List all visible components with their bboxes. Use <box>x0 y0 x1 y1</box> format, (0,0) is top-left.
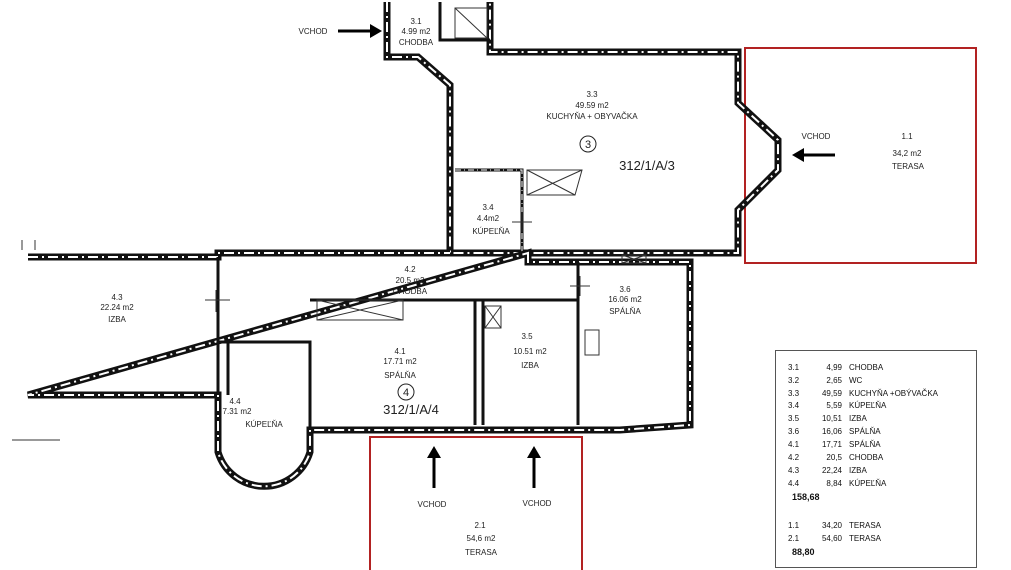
svg-text:SPÁLŇA: SPÁLŇA <box>384 371 416 380</box>
legend-row: 4.2 20,5 CHODBA <box>788 453 884 462</box>
svg-text:VCHOD: VCHOD <box>418 500 447 509</box>
room-3-6-label: 3.6 16.06 m2 SPÁLŇA <box>608 285 642 316</box>
entrance-unit-4-left: VCHOD <box>418 446 447 509</box>
legend-row: 3.5 10,51 IZBA <box>788 414 867 423</box>
unit-3-marker: 3 <box>585 139 591 151</box>
svg-text:7.31 m2: 7.31 m2 <box>223 407 252 416</box>
svg-text:16.06 m2: 16.06 m2 <box>608 295 642 304</box>
svg-text:CHODBA: CHODBA <box>399 38 434 47</box>
terrace-2-1-label: 2.1 54,6 m2 TERASA <box>465 521 498 557</box>
unit-4-marker-circle <box>397 383 415 401</box>
legend-row: 4.4 8,84 KÚPEĽŇA <box>788 479 887 488</box>
svg-text:3.4: 3.4 <box>482 203 494 212</box>
legend-row: 3.3 49,59 KUCHYŇA +OBÝVAČKA <box>788 389 938 398</box>
svg-text:17.71 m2: 17.71 m2 <box>383 357 417 366</box>
legend-row: 3.2 2,65 WC <box>788 376 863 385</box>
legend-terrace-row: 1.1 34,20 TERASA <box>788 521 882 530</box>
legend-row: 4.3 22,24 IZBA <box>788 466 867 475</box>
svg-text:2.1: 2.1 <box>474 521 486 530</box>
room-4-2-label: 4.2 20.5 m2 CHODBA <box>393 265 428 296</box>
svg-text:TERASA: TERASA <box>892 162 925 171</box>
svg-text:3.6: 3.6 <box>619 285 631 294</box>
terrace-1-1-outline <box>744 47 977 264</box>
room-3-3-label: 3.3 49.59 m2 KUCHYŇA + OBYVAČKA <box>546 90 638 121</box>
svg-text:4.4m2: 4.4m2 <box>477 214 500 223</box>
svg-text:4.3: 4.3 <box>111 293 123 302</box>
entrance-unit-3-right: VCHOD <box>792 132 835 162</box>
svg-text:4.4: 4.4 <box>229 397 241 406</box>
svg-text:3.5: 3.5 <box>521 332 533 341</box>
svg-text:VCHOD: VCHOD <box>523 499 552 508</box>
svg-text:22.24 m2: 22.24 m2 <box>100 303 134 312</box>
entrance-unit-4-right: VCHOD <box>523 446 552 508</box>
room-4-3-label: 4.3 22.24 m2 IZBA <box>100 293 134 324</box>
room-4-1-label: 4.1 17.71 m2 SPÁLŇA <box>383 347 417 380</box>
svg-text:10.51 m2: 10.51 m2 <box>513 347 547 356</box>
room-3-4-label: 3.4 4.4m2 KÚPEĽŇA <box>472 203 510 236</box>
area-legend-table: 3.1 4,99 CHODBA 3.2 2,65 WC 3.3 49,59 KU… <box>775 350 977 568</box>
svg-text:3.1: 3.1 <box>410 17 422 26</box>
unit-3-marker-circle <box>579 135 597 153</box>
legend-row: 3.4 5,59 KÚPEĽŇA <box>788 401 887 410</box>
entrance-unit-3-top: VCHOD <box>299 24 382 38</box>
legend-total-interior: 158,68 <box>792 492 820 502</box>
legend-total-terraces: 88,80 <box>792 547 815 557</box>
svg-text:20.5 m2: 20.5 m2 <box>396 276 425 285</box>
fixtures <box>12 7 689 441</box>
svg-text:3.3: 3.3 <box>586 90 598 99</box>
legend-terrace-row: 2.1 54,60 TERASA <box>788 534 882 543</box>
legend-row: 4.1 17,71 SPÁLŇA <box>788 440 881 449</box>
unit-4-code: 312/1/A/4 <box>383 402 439 417</box>
svg-text:CHODBA: CHODBA <box>393 287 428 296</box>
room-4-4-label: 4.4 7.31 m2 KÚPEĽŇA <box>223 397 284 429</box>
svg-text:VCHOD: VCHOD <box>299 27 328 36</box>
svg-text:SPÁLŇA: SPÁLŇA <box>609 307 641 316</box>
svg-text:4.99 m2: 4.99 m2 <box>402 27 431 36</box>
svg-text:VCHOD: VCHOD <box>802 132 831 141</box>
svg-text:4.2: 4.2 <box>404 265 416 274</box>
svg-text:34,2 m2: 34,2 m2 <box>893 149 922 158</box>
terrace-1-1-label: 1.1 34,2 m2 TERASA <box>892 132 925 171</box>
svg-text:TERASA: TERASA <box>465 548 498 557</box>
legend-row: 3.6 16,06 SPÁLŇA <box>788 427 881 436</box>
terrace-2-1-outline <box>369 436 583 570</box>
svg-text:KÚPEĽŇA: KÚPEĽŇA <box>472 227 510 236</box>
svg-text:54,6 m2: 54,6 m2 <box>467 534 496 543</box>
svg-text:1.1: 1.1 <box>901 132 913 141</box>
unit-4-marker: 4 <box>403 387 409 399</box>
svg-text:49.59 m2: 49.59 m2 <box>575 101 609 110</box>
svg-text:KÚPEĽŇA: KÚPEĽŇA <box>245 420 283 429</box>
legend-row: 3.1 4,99 CHODBA <box>788 363 884 372</box>
unit-3-code: 312/1/A/3 <box>619 158 675 173</box>
svg-text:IZBA: IZBA <box>108 315 126 324</box>
unit-3-walls <box>383 2 782 257</box>
room-3-5-label: 3.5 10.51 m2 IZBA <box>513 332 547 370</box>
svg-text:4.1: 4.1 <box>394 347 406 356</box>
svg-text:IZBA: IZBA <box>521 361 539 370</box>
unit-4-walls <box>27 248 694 490</box>
room-3-1-label: 3.1 4.99 m2 CHODBA <box>399 17 434 47</box>
svg-text:KUCHYŇA + OBYVAČKA: KUCHYŇA + OBYVAČKA <box>546 112 638 121</box>
